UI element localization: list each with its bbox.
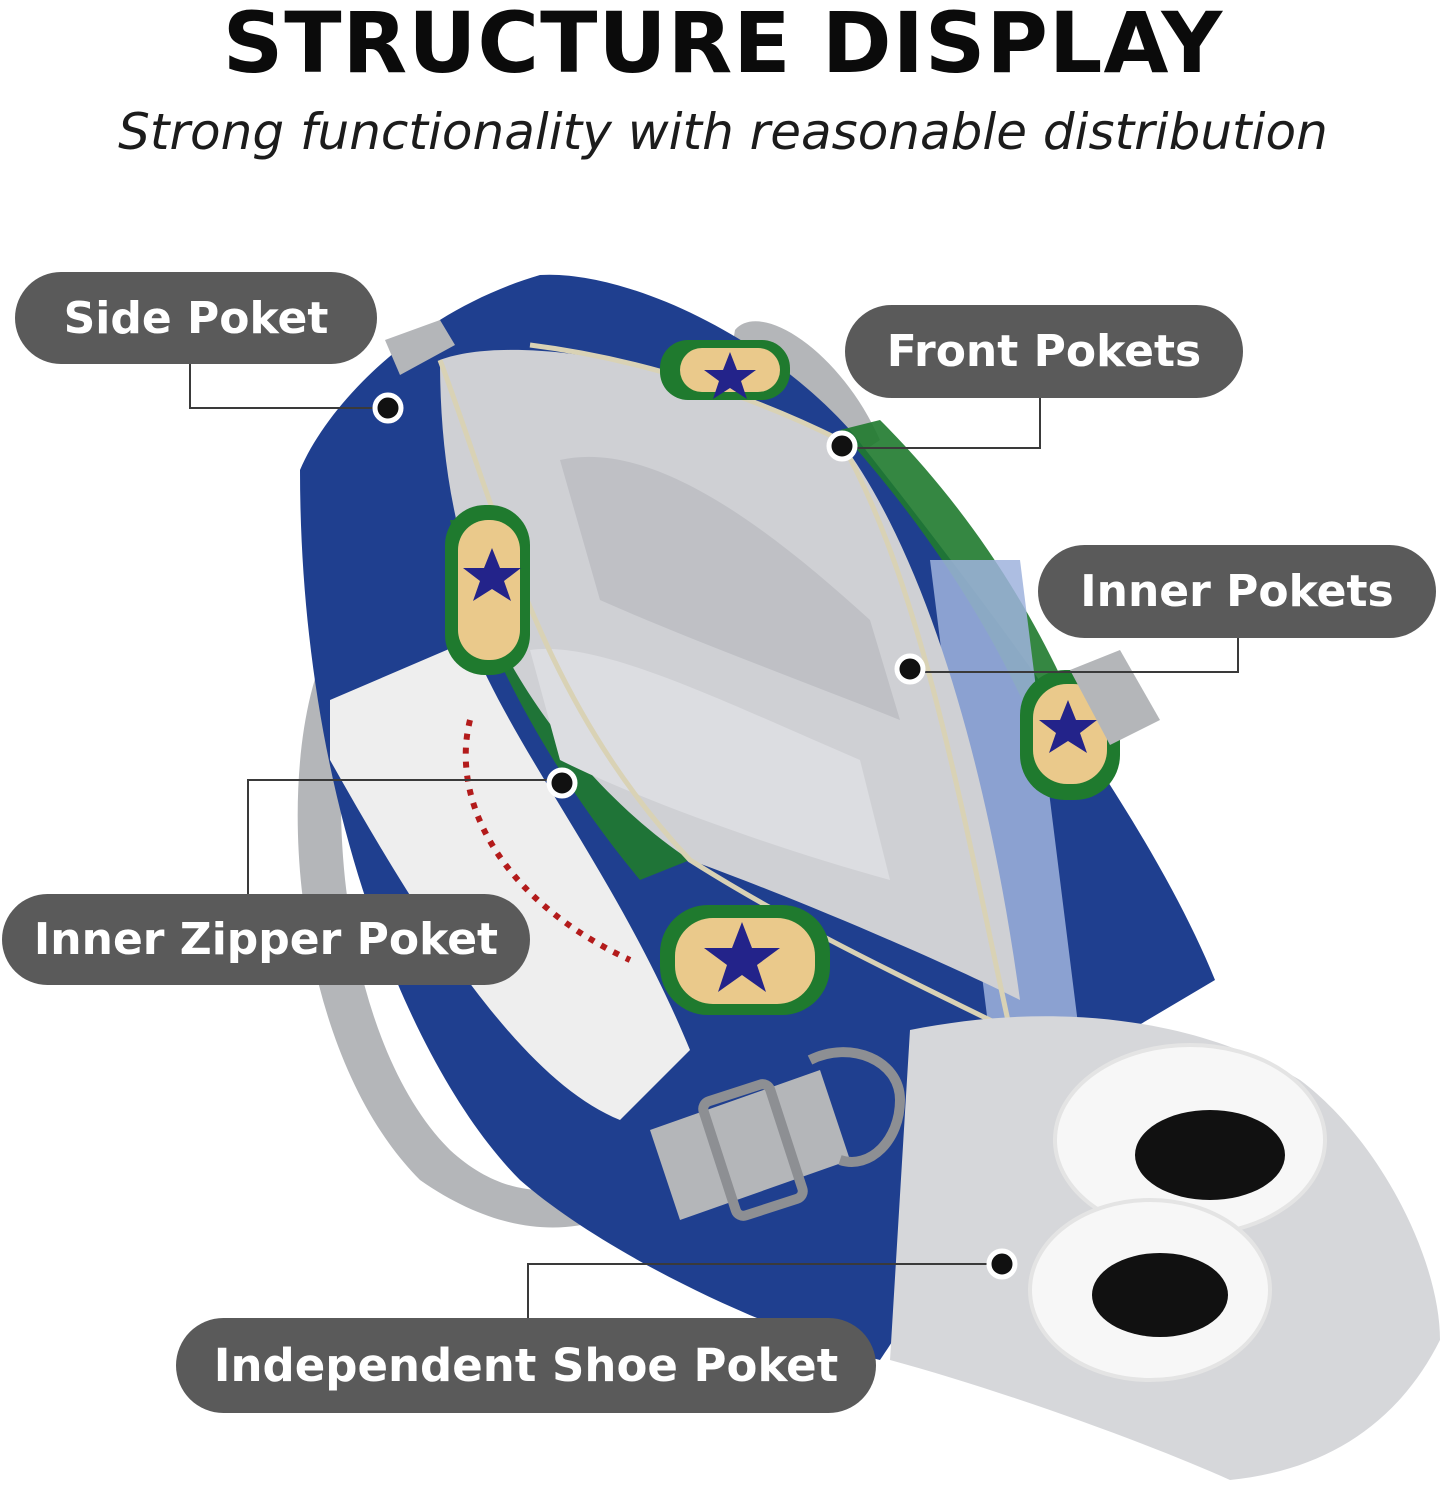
star-badge-top — [660, 340, 790, 400]
baseball-panel — [330, 640, 690, 1120]
zipper-main — [437, 359, 1012, 1033]
label-independent-shoe-poket: Independent Shoe Poket — [176, 1318, 876, 1413]
callout-dot-side — [372, 392, 404, 424]
label-front-pokets: Front Pokets — [845, 305, 1243, 398]
page-subtitle: Strong functionality with reasonable dis… — [118, 103, 1328, 161]
swivel-hook — [807, 1047, 906, 1167]
strap-buckle — [698, 1079, 808, 1221]
page-title: STRUCTURE DISPLAY — [222, 0, 1224, 92]
leader-side-poket — [189, 362, 388, 409]
label-inner-zipper-poket: Inner Zipper Poket — [2, 894, 530, 985]
strap-segment — [650, 1070, 850, 1220]
callout-dot-front — [826, 430, 858, 462]
label-side-poket: Side Poket — [15, 272, 377, 364]
leader-front-pokets — [842, 396, 1041, 449]
baseball-stitch-arc — [462, 719, 632, 963]
star-badge-left — [445, 505, 530, 675]
leader-shoe-poket — [527, 1263, 1002, 1318]
star-badge-bottom — [660, 905, 830, 1015]
side-handle-right — [1070, 650, 1160, 745]
leader-inner-pokets — [910, 636, 1239, 673]
zipper-front — [529, 342, 1013, 1031]
leader-inner-zipper-poket — [247, 779, 562, 894]
inner-pocket-fold — [560, 456, 900, 720]
side-handle-top — [385, 320, 455, 375]
light-blue-stripes — [930, 560, 1080, 1040]
sneakers — [1028, 1043, 1327, 1382]
callout-dot-inner — [894, 653, 926, 685]
callout-dot-shoe — [986, 1248, 1018, 1280]
shoulder-strap — [297, 640, 640, 1228]
callout-dot-zipper — [546, 767, 578, 799]
label-inner-pokets: Inner Pokets — [1038, 545, 1436, 638]
inner-zipper-pocket-area — [530, 648, 890, 880]
